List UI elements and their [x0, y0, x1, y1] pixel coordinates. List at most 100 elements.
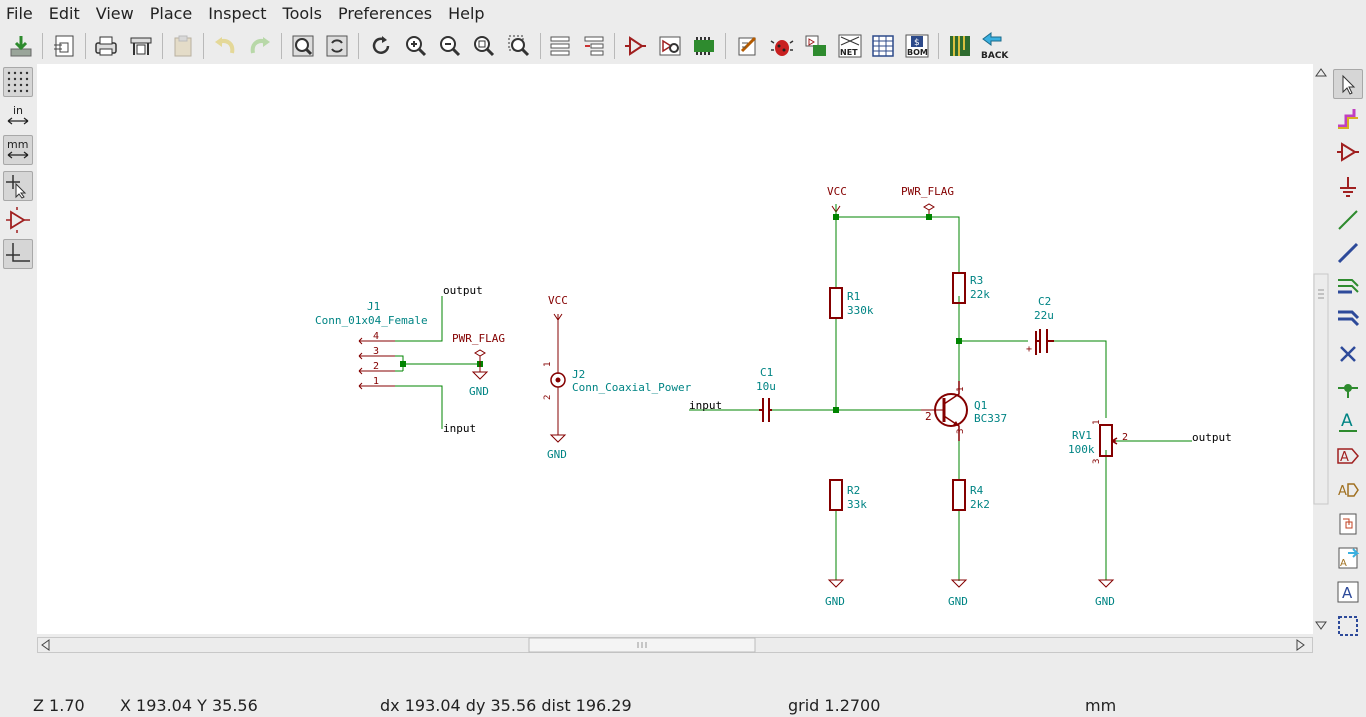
undo-icon[interactable] [210, 31, 240, 61]
units-mm-label: mm [7, 138, 28, 151]
j2-connector[interactable]: VCC GND J2 Conn_Coaxial_Power 1 2 [543, 294, 692, 461]
bom-label: BOM [907, 48, 928, 57]
q1-transistor[interactable]: 1 2 3 Q1 BC337 [921, 381, 1007, 441]
redraw-icon[interactable] [366, 31, 396, 61]
horizontal-scrollbar[interactable] [37, 637, 1313, 653]
pwr-flag-top[interactable]: PWR_FLAG [901, 185, 954, 216]
r2-resistor[interactable]: R2 33k GND [825, 479, 867, 608]
j1-connector[interactable]: J1 Conn_01x04_Female 4 3 2 1 [315, 300, 428, 390]
add-power-icon[interactable] [1333, 171, 1363, 201]
back-annotate-icon[interactable]: BACK [979, 31, 1009, 61]
symbol-editor-icon[interactable] [620, 31, 650, 61]
gnd-left[interactable]: GND [469, 364, 489, 398]
amp-output-label: output [1192, 431, 1232, 444]
q1-pin-1: 1 [956, 387, 966, 392]
r1-resistor[interactable]: R1 330k [829, 287, 874, 319]
menu-preferences[interactable]: Preferences [337, 4, 433, 23]
add-text-icon[interactable]: A [1333, 577, 1363, 607]
pwr-flag-left[interactable]: PWR_FLAG [452, 332, 505, 364]
r4-reference: R4 [970, 484, 984, 497]
junction [833, 407, 839, 413]
r4-value: 2k2 [970, 498, 990, 511]
highlight-net-icon[interactable] [1333, 103, 1363, 133]
plot-icon[interactable] [126, 31, 156, 61]
grid-toggle-icon[interactable] [3, 67, 33, 97]
page-settings-icon[interactable] [49, 31, 79, 61]
rv1-pin-2: 2 [1122, 432, 1128, 443]
save-icon[interactable] [6, 31, 36, 61]
select-arrow-icon[interactable] [1333, 69, 1363, 99]
netlist-icon[interactable]: NET [835, 31, 865, 61]
r4-resistor[interactable]: R4 2k2 GND [948, 479, 990, 608]
status-bar: Z 1.70 X 193.04 Y 35.56 dx 193.04 dy 35.… [0, 692, 1366, 717]
add-symbol-icon[interactable] [1333, 137, 1363, 167]
find-icon[interactable] [288, 31, 318, 61]
find-replace-icon[interactable] [322, 31, 352, 61]
pcb-editor-icon[interactable] [945, 31, 975, 61]
redo-icon[interactable] [245, 31, 275, 61]
schematic-canvas[interactable]: J1 Conn_01x04_Female 4 3 2 1 output inpu… [37, 64, 1313, 634]
j2-gnd-label: GND [547, 448, 567, 461]
add-bus-icon[interactable] [1333, 238, 1363, 268]
svg-text:A: A [1342, 584, 1353, 602]
bom-icon[interactable]: $BOM [902, 31, 932, 61]
zoom-selection-icon[interactable] [504, 31, 534, 61]
zoom-fit-icon[interactable] [469, 31, 499, 61]
add-graphic-rect-icon[interactable] [1333, 611, 1363, 641]
scroll-down-icon [1315, 621, 1327, 630]
c1-value: 10u [756, 380, 776, 393]
gnd-left-label: GND [469, 385, 489, 398]
zoom-in-icon[interactable] [401, 31, 431, 61]
hierarchy-navigator-icon[interactable] [545, 31, 575, 61]
no-connect-icon[interactable] [1333, 339, 1363, 369]
scroll-up-icon [1315, 68, 1327, 77]
add-wire-icon[interactable] [1333, 205, 1363, 235]
zoom-out-icon[interactable] [435, 31, 465, 61]
menu-inspect[interactable]: Inspect [208, 4, 267, 23]
menu-place[interactable]: Place [149, 4, 193, 23]
units-inches-icon[interactable]: in [3, 101, 33, 131]
fields-table-icon[interactable] [868, 31, 898, 61]
rv1-potentiometer[interactable]: RV1 100k 1 2 3 GND [1068, 420, 1128, 608]
vertical-scrollbar[interactable] [1313, 64, 1329, 634]
leave-sheet-icon[interactable] [579, 31, 609, 61]
vcc-top[interactable]: VCC [827, 185, 847, 213]
j1-value: Conn_01x04_Female [315, 314, 428, 327]
cursor-shape-icon[interactable] [3, 171, 33, 201]
add-global-label-icon[interactable]: A [1333, 441, 1363, 471]
c2-capacitor[interactable]: + C2 22u [1026, 295, 1054, 355]
menu-tools[interactable]: Tools [282, 4, 322, 23]
menu-file[interactable]: File [6, 4, 33, 23]
print-icon[interactable] [91, 31, 121, 61]
amp-input-label: input [689, 399, 722, 412]
menu-help[interactable]: Help [448, 4, 485, 23]
wire-to-bus-icon[interactable] [1333, 271, 1363, 301]
c1-capacitor[interactable]: C1 10u [756, 366, 776, 422]
symbol-browser-icon[interactable] [655, 31, 685, 61]
annotate-icon[interactable] [689, 31, 719, 61]
assign-footprints-icon[interactable] [801, 31, 831, 61]
units-mm-icon[interactable]: mm [3, 135, 33, 165]
add-hier-label-icon[interactable]: A [1333, 475, 1363, 505]
hidden-pins-icon[interactable] [3, 205, 33, 235]
add-label-icon[interactable]: A [1333, 407, 1363, 437]
r2-gnd-label: GND [825, 595, 845, 608]
j2-vcc-label: VCC [548, 294, 568, 307]
netlist-label: NET [840, 48, 858, 57]
j1-pin-1: 1 [373, 376, 379, 387]
amp-wires [689, 204, 1192, 581]
menu-edit[interactable]: Edit [48, 4, 80, 23]
status-cursor-position: X 193.04 Y 35.56 [120, 696, 258, 715]
r3-resistor[interactable]: R3 22k [952, 272, 990, 304]
j2-value: Conn_Coaxial_Power [572, 381, 692, 394]
bug-icon[interactable] [767, 31, 797, 61]
menu-view[interactable]: View [95, 4, 134, 23]
add-junction-icon[interactable] [1333, 373, 1363, 403]
junction [956, 338, 962, 344]
wire-angle-icon[interactable] [3, 239, 33, 269]
erc-icon[interactable] [733, 31, 763, 61]
import-sheet-pin-icon[interactable]: A [1333, 543, 1363, 573]
add-sheet-icon[interactable] [1333, 509, 1363, 539]
paste-icon[interactable] [168, 31, 198, 61]
bus-to-bus-icon[interactable] [1333, 304, 1363, 334]
